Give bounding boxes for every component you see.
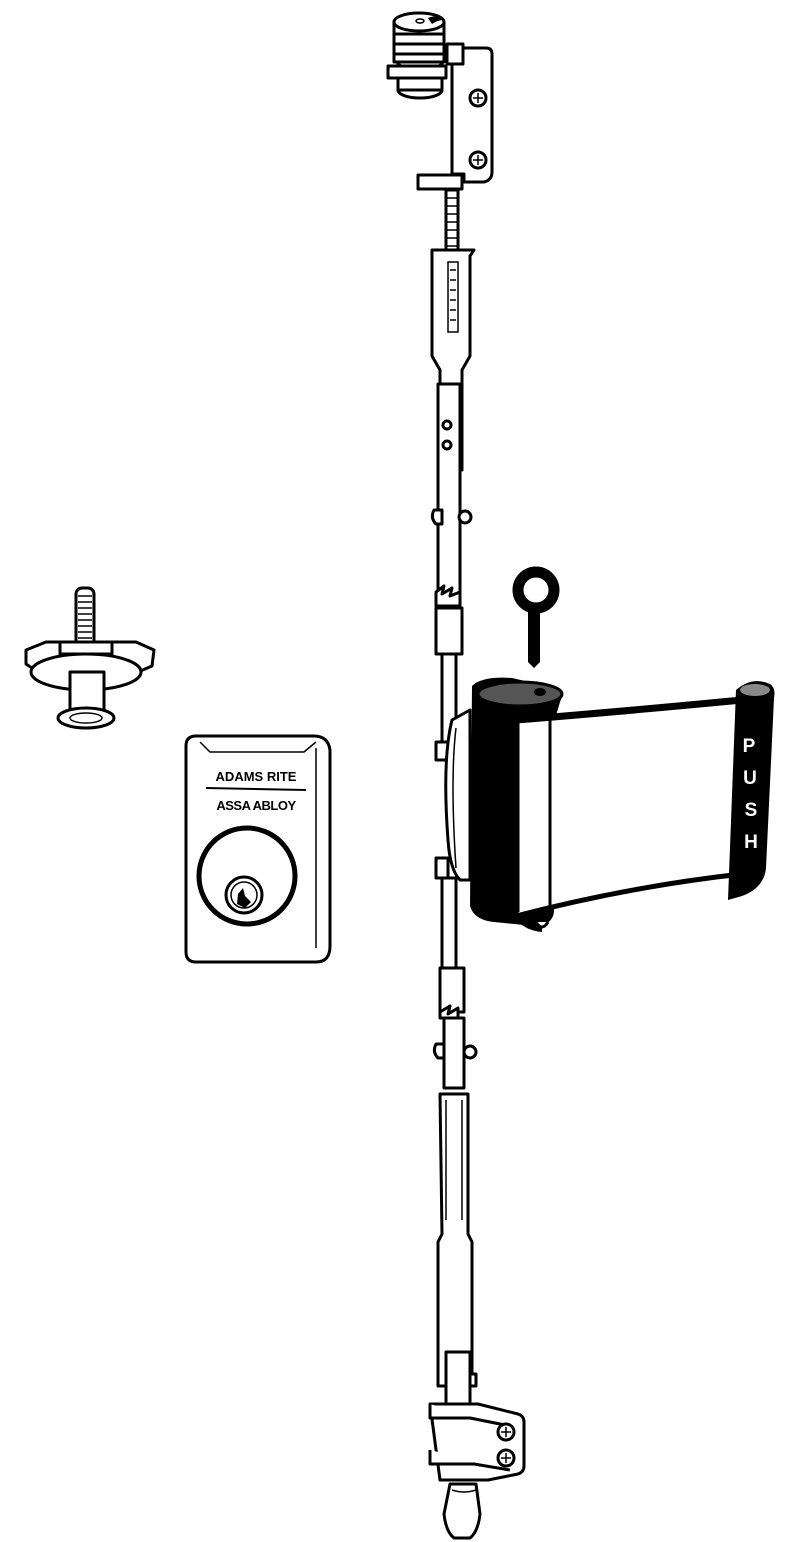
screw-icon xyxy=(496,1448,516,1468)
cylinder-trim: ADAMS RITE ASSA ABLOY xyxy=(184,734,332,964)
svg-text:P: P xyxy=(743,736,756,757)
bottom-latch-bolt xyxy=(442,1482,482,1540)
brand-line2: ASSA ABLOY xyxy=(216,798,296,813)
push-label: P U S H xyxy=(743,736,758,853)
top-strike-bracket xyxy=(386,42,494,191)
push-paddle[interactable]: P U S H xyxy=(444,677,775,932)
dogging-key-icon xyxy=(512,566,560,668)
svg-text:U: U xyxy=(743,768,757,789)
svg-text:S: S xyxy=(745,800,758,821)
bottom-rod xyxy=(432,856,478,1442)
top-latch-bolt xyxy=(392,11,446,100)
screw-icon xyxy=(468,150,488,170)
svg-text:H: H xyxy=(744,832,758,853)
top-rod xyxy=(430,188,476,762)
brand-line1: ADAMS RITE xyxy=(216,769,297,784)
floor-strike xyxy=(24,586,156,730)
key-cylinder-icon xyxy=(224,875,264,915)
bottom-strike-bracket xyxy=(428,1350,526,1482)
screw-icon xyxy=(468,88,488,108)
screw-icon xyxy=(496,1422,516,1442)
